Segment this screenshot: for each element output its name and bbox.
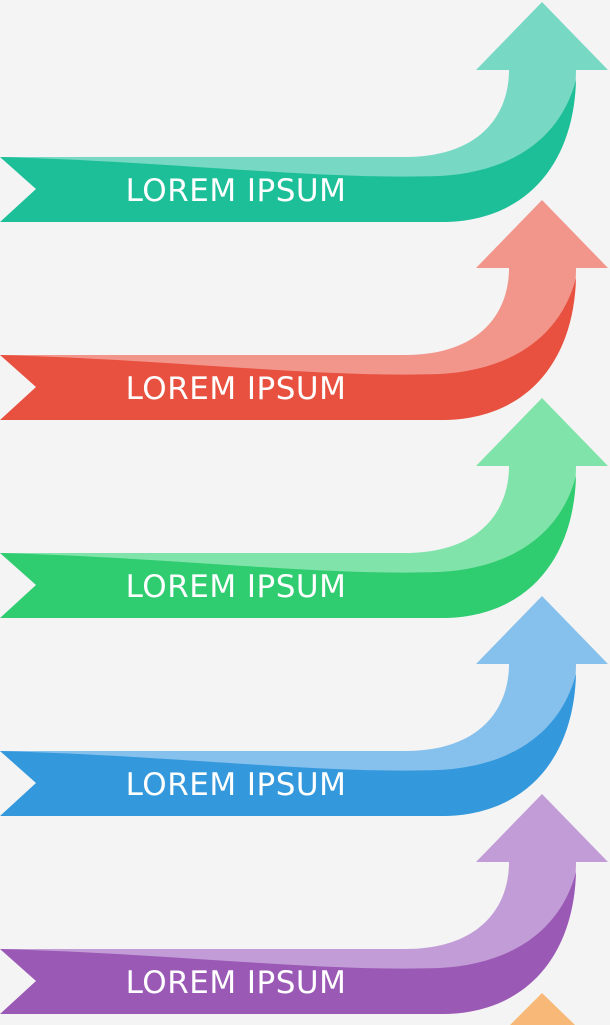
arrow-label-3: LOREM IPSUM (126, 569, 347, 605)
arrow-label-4: LOREM IPSUM (126, 767, 347, 803)
arrow-head-3 (476, 398, 608, 466)
arrow-band-5 (0, 872, 576, 1014)
arrow-head-2 (476, 200, 608, 268)
arrow-shaft-light-5 (0, 862, 576, 978)
arrow-band-2 (0, 278, 576, 420)
arrow-head-5 (476, 794, 608, 862)
arrow-ribbon-3: LOREM IPSUM (0, 398, 608, 618)
arrow-label-1: LOREM IPSUM (126, 173, 347, 209)
arrow-label-5: LOREM IPSUM (126, 965, 347, 1001)
arrow-shaft-light-3 (0, 466, 576, 582)
arrow-ribbon-4: LOREM IPSUM (0, 596, 608, 816)
arrow-ribbon-2: LOREM IPSUM (0, 200, 608, 420)
arrow-ribbon-5: LOREM IPSUM (0, 794, 608, 1014)
arrow-shaft-light-4 (0, 664, 576, 780)
arrow-ribbon-1: LOREM IPSUM (0, 2, 608, 222)
partial-arrow-head (510, 993, 575, 1025)
arrow-head-1 (476, 2, 608, 70)
arrow-head-4 (476, 596, 608, 664)
arrow-band-3 (0, 476, 576, 618)
arrow-label-2: LOREM IPSUM (126, 371, 347, 407)
arrow-band-1 (0, 80, 576, 222)
arrow-shaft-light-1 (0, 70, 576, 186)
arrow-shaft-light-2 (0, 268, 576, 384)
arrow-band-4 (0, 674, 576, 816)
